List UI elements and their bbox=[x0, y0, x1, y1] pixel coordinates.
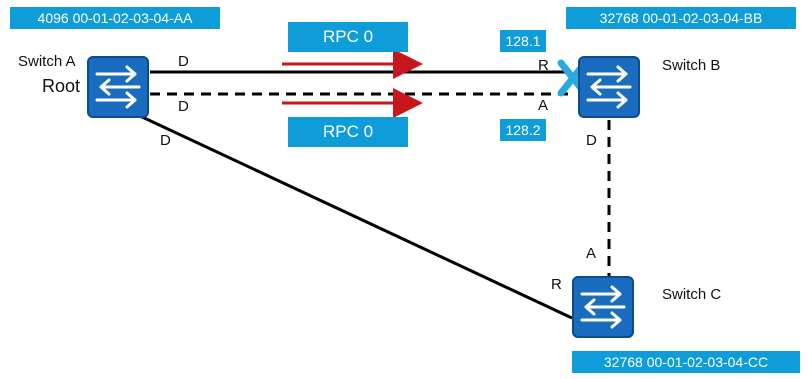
switch-b-id-box: 32768 00-01-02-03-04-BB bbox=[566, 7, 796, 29]
link-a-c bbox=[139, 114, 573, 320]
port-c-up-role: A bbox=[586, 245, 597, 262]
rpc-message-top: RPC 0 bbox=[288, 22, 408, 52]
switch-c-label: Switch C bbox=[662, 286, 722, 303]
switch-a-role: Root bbox=[42, 76, 81, 96]
switch-a-id-box: 4096 00-01-02-03-04-AA bbox=[10, 7, 220, 29]
switch-arrows-icon bbox=[95, 65, 141, 109]
port-a-top-role: D bbox=[178, 53, 189, 70]
switch-c-id-box: 32768 00-01-02-03-04-CC bbox=[572, 351, 800, 373]
port-b-bottom-role: A bbox=[538, 97, 549, 114]
port-c-diag-role: R bbox=[551, 276, 562, 293]
port-a-diag-role: D bbox=[160, 132, 171, 149]
switch-arrows-icon bbox=[580, 285, 626, 329]
switch-c-icon[interactable] bbox=[572, 276, 634, 338]
port-b-top-id: 128.1 bbox=[500, 30, 546, 52]
switch-a-icon[interactable] bbox=[87, 56, 149, 118]
port-a-bottom-role: D bbox=[178, 98, 189, 115]
switch-b-icon[interactable] bbox=[578, 56, 640, 118]
switch-b-label: Switch B bbox=[662, 57, 721, 74]
port-b-bottom-id: 128.2 bbox=[500, 119, 546, 141]
rpc-message-bottom: RPC 0 bbox=[288, 117, 408, 147]
switch-arrows-icon bbox=[586, 65, 632, 109]
port-b-top-role: R bbox=[538, 57, 549, 74]
port-b-down-role: D bbox=[586, 132, 597, 149]
switch-a-label: Switch A bbox=[18, 53, 76, 70]
